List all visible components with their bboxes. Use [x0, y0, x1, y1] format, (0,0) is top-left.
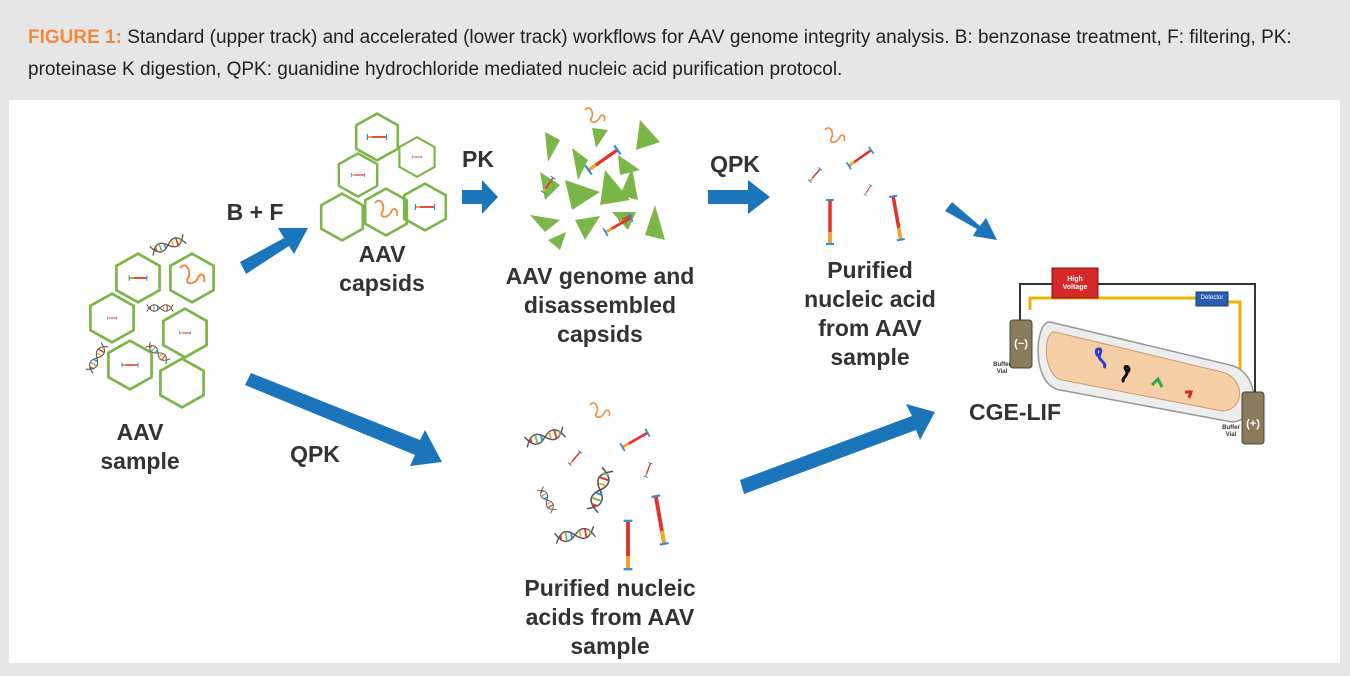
buffer-vial-left-label: Buffer Vial: [993, 362, 1011, 375]
caption-lead: FIGURE 1:: [28, 27, 122, 48]
bf-step-label: B + F: [226, 199, 284, 225]
caption-text: Standard (upper track) and accelerated (…: [28, 27, 1292, 80]
arrow-qpk-bottom: [245, 373, 442, 466]
negative-electrode-label: (−): [1014, 338, 1028, 350]
arrow-bf: [240, 228, 308, 274]
detector-label: Detector: [1200, 295, 1224, 301]
buffer-vial-left: [1009, 319, 1033, 369]
high-voltage-label: High Voltage: [1062, 276, 1088, 291]
qpk-top-step-label: QPK: [710, 151, 760, 177]
arrow-pk: [462, 180, 498, 214]
disassembled-capsids-illustration: [530, 107, 665, 250]
qpk-bottom-step-label: QPK: [290, 441, 340, 467]
cge-lif-label: CGE-LIF: [969, 399, 1061, 425]
aav-sample-illustration: [84, 233, 215, 409]
arrow-bottom-to-cge: [740, 404, 935, 494]
arrow-qpk-top: [708, 180, 770, 214]
flow-arrows: [240, 180, 997, 494]
cge-instrument: [1009, 267, 1265, 445]
figure-caption: FIGURE 1: Standard (upper track) and acc…: [28, 22, 1328, 86]
aav-sample-label: AAV sample: [100, 419, 180, 474]
high-voltage-box: [1051, 267, 1099, 299]
purified-nucleic-acids-bottom-illustration: [523, 402, 671, 572]
aav-genome-label: AAV genome and disassembled capsids: [505, 263, 695, 347]
arrow-to-cge: [945, 202, 997, 240]
buffer-vial-right-label: Buffer Vial: [1222, 425, 1240, 438]
purified-nucleic-acid-top-illustration: [807, 127, 907, 246]
aav-capsids-label: AAV capsids: [339, 241, 425, 296]
pk-step-label: PK: [462, 146, 494, 172]
buffer-vial-right: [1241, 391, 1265, 445]
aav-capsids-illustration: [319, 112, 448, 242]
positive-electrode-label: (+): [1246, 418, 1260, 430]
purified-top-label: Purified nucleic acid from AAV sample: [804, 257, 936, 370]
purified-bottom-label: Purified nucleic acids from AAV sample: [524, 575, 696, 659]
